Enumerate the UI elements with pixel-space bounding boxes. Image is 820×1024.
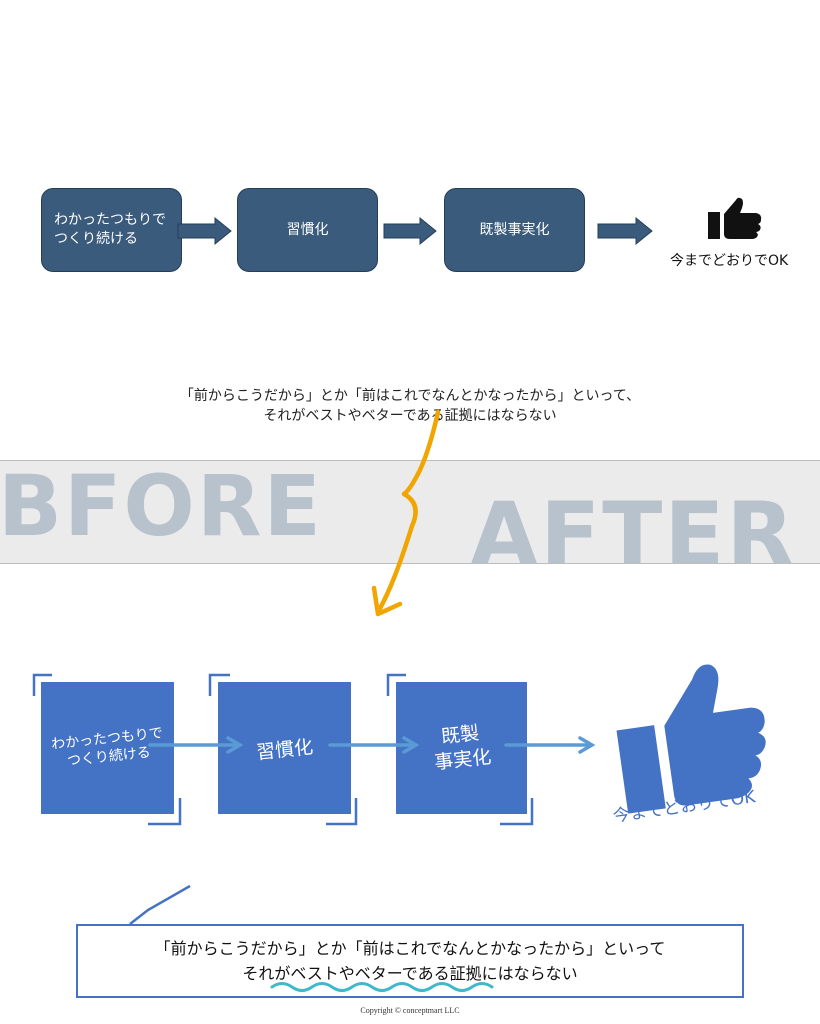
large-thumbs-up-icon [616,664,766,814]
before-step-3-label: 既製事実化 [479,221,550,238]
after-caption-line-2: それがベストやベターである証拠にはならない [242,964,578,983]
before-arrow-2 [383,216,437,246]
after-caption-line-1: 「前からこうだから」とか「前はこれでなんとかなったから」といって [154,939,666,958]
after-step-1: わかったつもりで つくり続ける [41,682,174,814]
before-step-2-label: 習慣化 [286,221,329,238]
after-step-2: 習慣化 [218,682,351,814]
wavy-underline [270,982,494,992]
before-step-1-label: わかったつもりで つくり続ける [54,212,166,247]
before-result-label: 今までどおりでOK [670,253,789,269]
transition-band: BFORE AFTER [0,460,820,564]
before-caption-line-1: 「前からこうだから」とか「前はこれでなんとかなったから」といって、 [179,388,641,404]
before-step-3: 既製事実化 [444,188,585,272]
copyright: Copyright © conceptmart LLC [360,1006,460,1015]
after-word: AFTER [470,483,797,564]
after-connectors [148,736,596,754]
before-caption-line-2: それがベストやベターである証拠にはならない [263,408,557,424]
transition-arrow [371,409,441,617]
before-word: BFORE [0,460,323,555]
before-caption: 「前からこうだから」とか「前はこれでなんとかなったから」といって、 それがベスト… [150,386,670,426]
after-step-3: 既製 事実化 [396,682,527,814]
before-step-1: わかったつもりで つくり続ける [41,188,182,272]
after-corner-brackets [32,673,534,826]
before-arrow-1 [177,216,232,246]
before-arrow-3 [597,216,653,246]
before-arrows [177,216,653,246]
speech-bubble-tail [129,884,191,925]
thumbs-up-icon [708,197,762,239]
before-step-2: 習慣化 [237,188,378,272]
